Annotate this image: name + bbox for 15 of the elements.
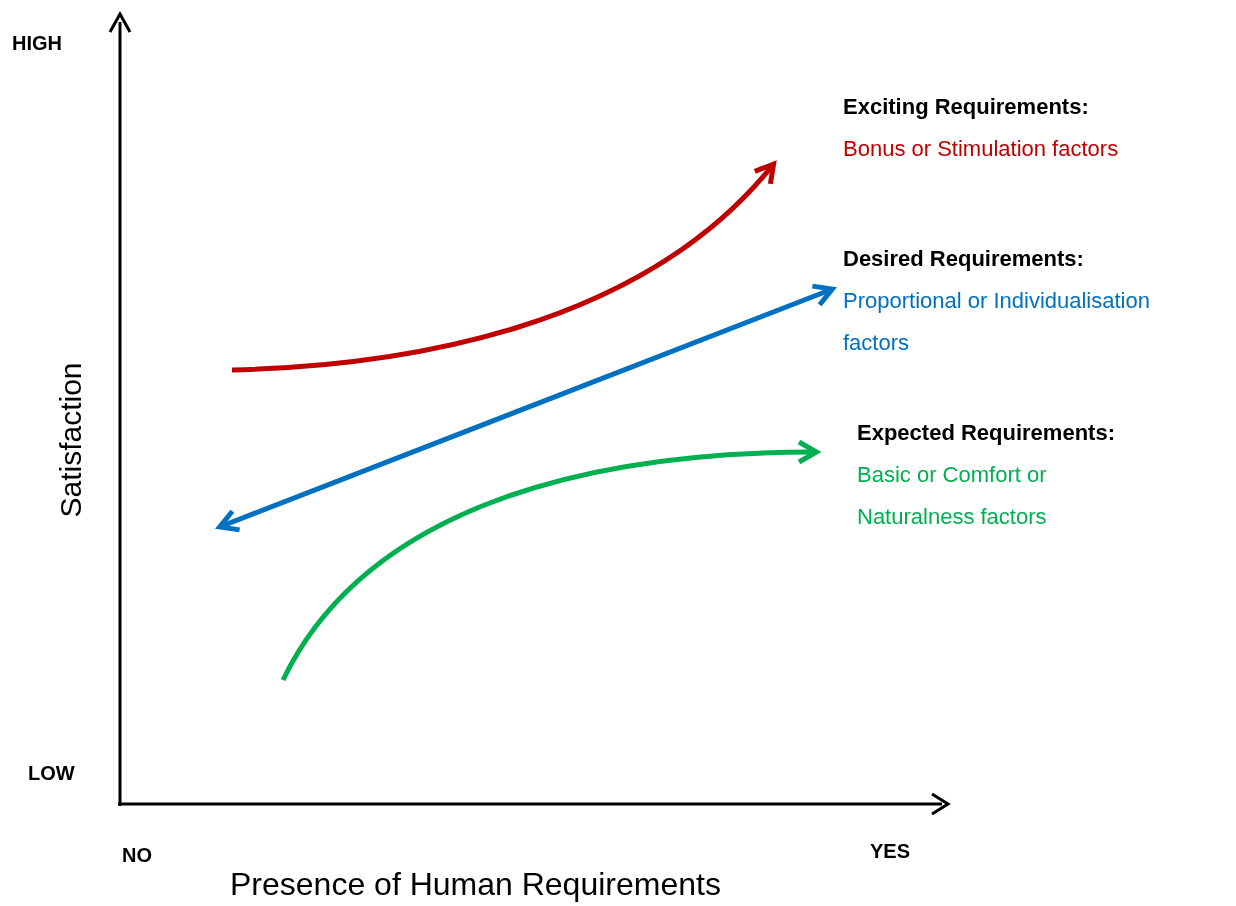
- category-description: Basic or Comfort or Naturalness factors: [857, 461, 1048, 531]
- curved-arrow: [231, 161, 777, 373]
- axis-label: LOW: [28, 762, 75, 785]
- curved-arrow: [217, 283, 835, 533]
- axis-label: NO: [122, 844, 152, 867]
- category-heading: Desired Requirements:: [843, 245, 1085, 273]
- axis-label: HIGH: [12, 32, 62, 55]
- axis-title: Satisfaction: [53, 362, 88, 518]
- axis-title: Presence of Human Requirements: [230, 866, 721, 903]
- axis-label: YES: [870, 840, 911, 863]
- curved-arrow: [280, 439, 819, 682]
- category-heading: Exciting Requirements:: [843, 93, 1090, 121]
- category-heading: Expected Requirements:: [857, 419, 1116, 447]
- category-description: Proportional or Individualisation factors: [843, 287, 1151, 357]
- category-description: Bonus or Stimulation factors: [843, 135, 1120, 163]
